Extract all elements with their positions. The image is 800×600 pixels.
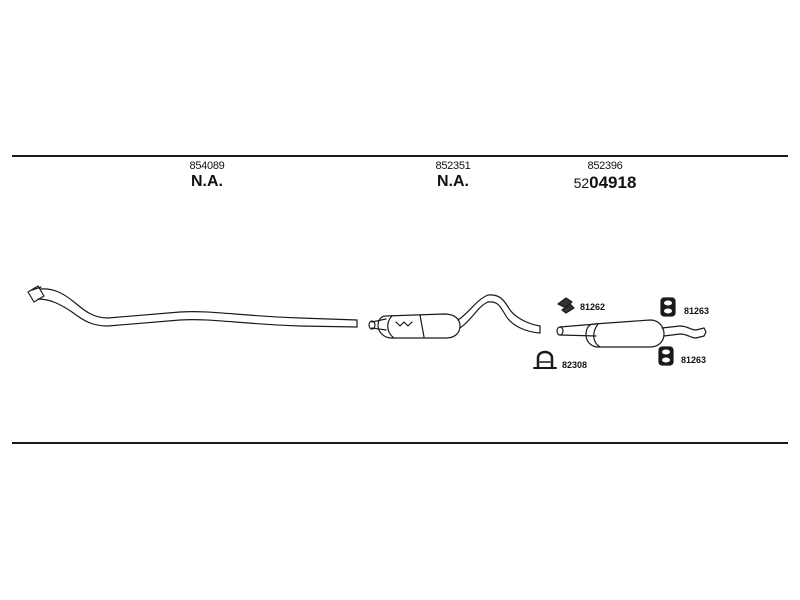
oe-number: 04918 <box>589 173 637 192</box>
u-clamp-icon <box>533 350 557 370</box>
middle-silencer-drawing <box>368 294 541 339</box>
rear-silencer-oe: 5204918 <box>560 173 650 193</box>
rubber-mount-upper-icon <box>660 297 676 317</box>
u-clamp-label: 82308 <box>562 360 588 370</box>
middle-silencer-header: 852351 N.A. <box>418 160 488 191</box>
rubber-mount-upper-label: 81263 <box>684 306 710 316</box>
rubber-mount-lower-label: 81263 <box>681 355 707 365</box>
top-divider-line <box>12 155 788 157</box>
rubber-mount-lower-icon <box>658 346 674 366</box>
clamp-bracket-label: 81262 <box>580 302 606 312</box>
front-pipe-header: 854089 N.A. <box>172 160 242 191</box>
front-pipe-part-number: 854089 <box>189 160 225 172</box>
front-pipe-drawing <box>27 285 358 328</box>
bottom-divider-line <box>12 442 788 444</box>
oe-prefix: 52 <box>573 175 590 191</box>
middle-silencer-status: N.A. <box>437 173 469 190</box>
rear-silencer-part-number: 852396 <box>587 160 623 172</box>
rear-silencer-header: 852396 5204918 <box>560 160 650 193</box>
front-pipe-status: N.A. <box>191 173 223 190</box>
clamp-bracket-icon <box>557 297 575 314</box>
middle-silencer-part-number: 852351 <box>435 160 471 172</box>
rear-silencer-drawing <box>556 319 707 348</box>
